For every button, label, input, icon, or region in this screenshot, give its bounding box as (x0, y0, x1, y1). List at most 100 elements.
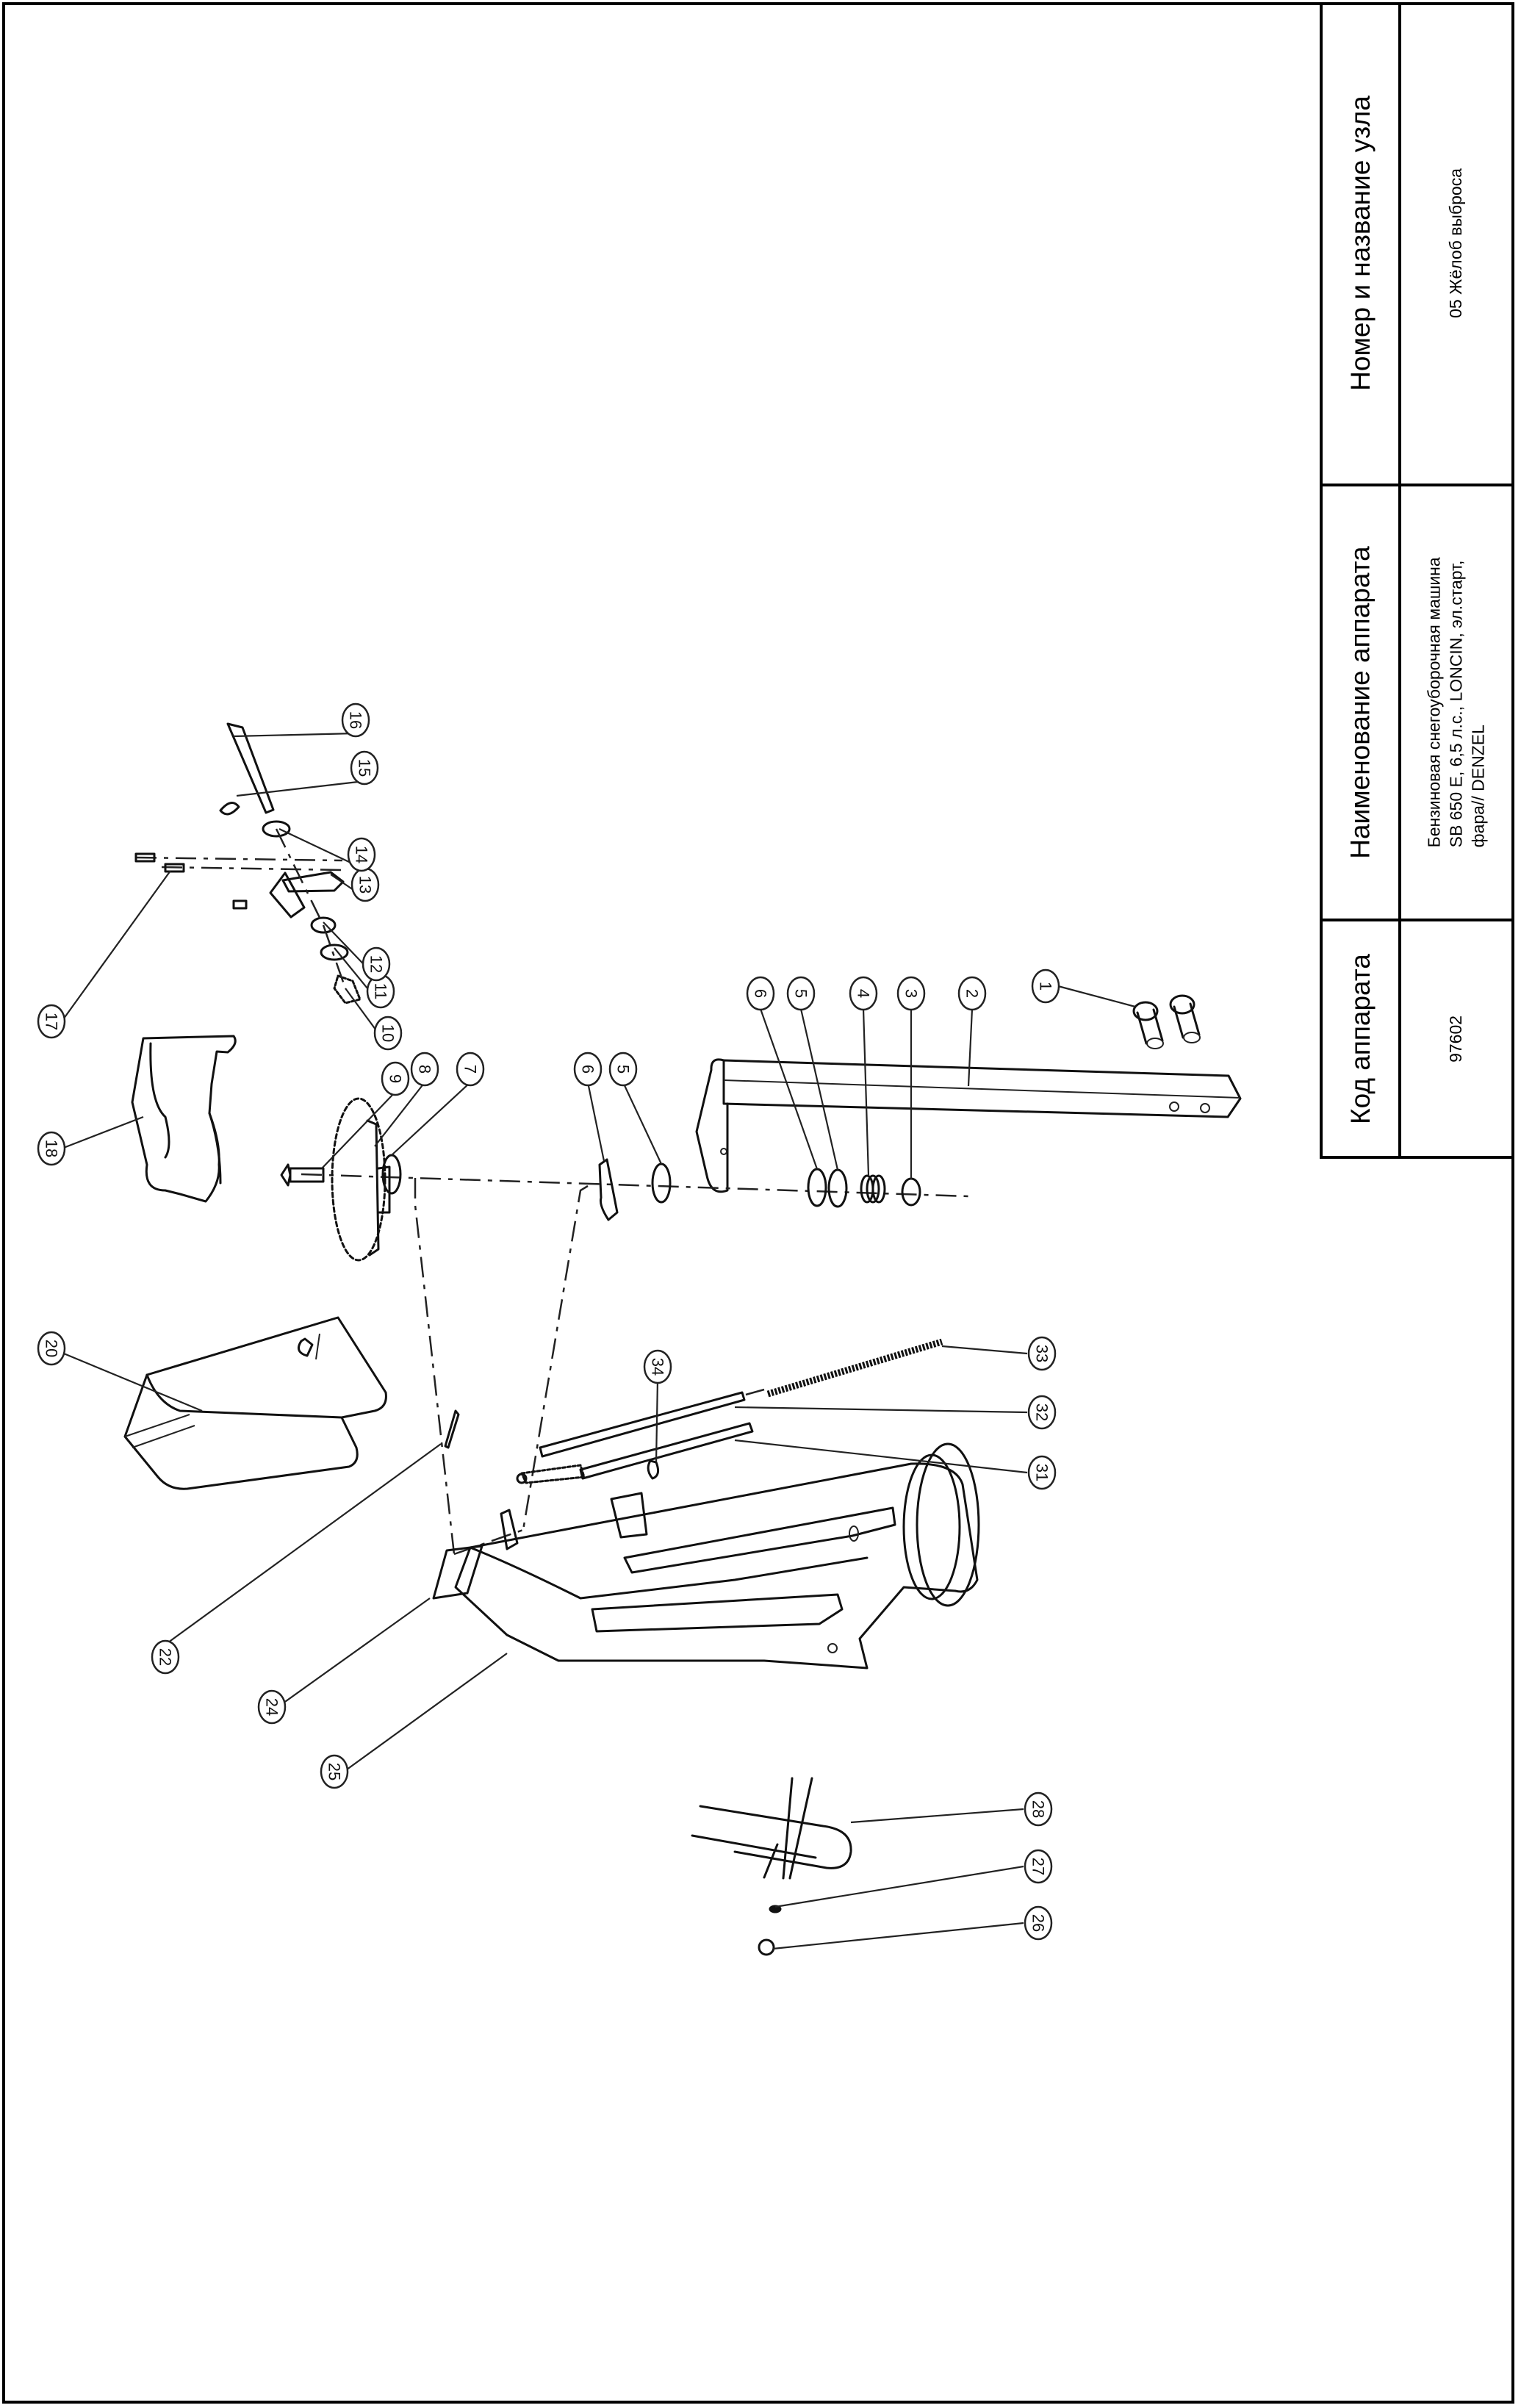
callout-circle (643, 1349, 672, 1384)
device-name-value: Бензиновая снегоуборочная машина SB 650 … (1423, 557, 1489, 847)
callout-circle (573, 1052, 603, 1087)
callout-33: 33 (1027, 1336, 1057, 1371)
callout-number: 14 (353, 846, 371, 863)
device-name-header: Наименование аппарата (1345, 546, 1376, 859)
part-8-gear (331, 1097, 391, 1262)
title-block-row-divider (1323, 484, 1514, 486)
part-18-deflector (131, 1035, 237, 1203)
part-26-wingnut (758, 1938, 775, 1956)
callout-24: 24 (257, 1689, 287, 1725)
callout-12: 12 (362, 946, 391, 982)
callout-number: 8 (416, 1065, 434, 1074)
upper-bracket-group (134, 722, 362, 1004)
node-value: 05 Жёлоб выброса (1446, 168, 1466, 318)
callout-circle (746, 976, 775, 1011)
callout-11: 11 (366, 974, 395, 1009)
callout-3: 3 (896, 976, 926, 1011)
callout-number: 34 (649, 1358, 667, 1376)
callout-14: 14 (347, 837, 376, 872)
device-code-header: Код аппарата (1345, 953, 1376, 1124)
callout-circle (1027, 1455, 1057, 1490)
assembly-guide-lines (414, 1178, 589, 1556)
callout-17: 17 (37, 1004, 66, 1039)
callout-circle (362, 946, 391, 982)
callout-15: 15 (350, 750, 379, 786)
callout-circle (410, 1052, 439, 1087)
callout-number: 32 (1033, 1404, 1051, 1421)
callout-circle (849, 976, 878, 1011)
callout-number: 12 (367, 955, 386, 973)
device-name-line-1: Бензиновая снегоуборочная машина (1424, 557, 1444, 848)
part-25-discharge-chute (454, 1442, 980, 1670)
callout-circle (151, 1639, 180, 1675)
callout-5: 5 (786, 976, 816, 1011)
device-code-value: 97602 (1446, 1015, 1466, 1063)
callout-13: 13 (350, 867, 380, 902)
callout-circle (786, 976, 816, 1011)
title-block: Номер и название узла 05 Жёлоб выброса Н… (1320, 2, 1514, 1159)
callout-number: 27 (1029, 1858, 1048, 1875)
callout-number: 26 (1029, 1914, 1048, 1932)
part-28-handle (691, 1777, 852, 1880)
callout-circle (37, 1004, 66, 1039)
callout-number: 6 (579, 1065, 597, 1074)
callout-number: 5 (614, 1065, 633, 1074)
callout-circle (456, 1052, 485, 1087)
callout-leaders (51, 732, 1136, 1950)
callout-circle (608, 1052, 638, 1087)
callout-25: 25 (320, 1754, 349, 1789)
callout-circle (347, 837, 376, 872)
callout-6: 6 (573, 1052, 603, 1087)
callout-circle (1027, 1395, 1057, 1430)
callout-circle (257, 1689, 287, 1725)
callout-number: 13 (356, 876, 375, 894)
callout-number: 28 (1029, 1800, 1048, 1818)
callout-number: 25 (326, 1763, 344, 1780)
callout-circle (896, 976, 926, 1011)
callout-number: 18 (43, 1140, 61, 1157)
callout-16: 16 (341, 702, 370, 738)
callout-circle (1024, 1791, 1053, 1827)
callout-circle (320, 1754, 349, 1789)
callout-circle (37, 1331, 66, 1366)
callout-number: 10 (379, 1024, 398, 1042)
device-name-value-cell: Бензиновая снегоуборочная машина SB 650 … (1401, 486, 1511, 919)
part-34-clip (647, 1459, 660, 1480)
callout-markers: 1234565678910111213141516171820222425262… (37, 702, 1060, 1941)
node-header-cell: Номер и название узла (1323, 2, 1398, 484)
callout-circle (1027, 1336, 1057, 1371)
callout-2: 2 (957, 976, 987, 1011)
callout-31: 31 (1027, 1455, 1057, 1490)
callout-7: 7 (456, 1052, 485, 1087)
callout-circle (1024, 1905, 1053, 1941)
callout-number: 33 (1033, 1345, 1051, 1362)
part-3-nut (901, 1177, 921, 1207)
callout-number: 15 (356, 759, 374, 777)
callout-circle (381, 1061, 410, 1096)
part-1-bolts (1132, 994, 1201, 1049)
callout-1: 1 (1031, 968, 1060, 1004)
callout-5: 5 (608, 1052, 638, 1087)
part-7-plate (598, 1158, 619, 1221)
callout-10: 10 (373, 1016, 403, 1051)
device-name-header-cell: Наименование аппарата (1323, 486, 1398, 919)
part-9-pin (280, 1163, 325, 1187)
callout-circle (341, 702, 370, 738)
callout-22: 22 (151, 1639, 180, 1675)
callout-18: 18 (37, 1131, 66, 1166)
part-31-cable (516, 1422, 754, 1484)
callout-20: 20 (37, 1331, 66, 1366)
callout-34: 34 (643, 1349, 672, 1384)
title-block-row-divider (1323, 919, 1514, 921)
device-code-header-cell: Код аппарата (1323, 921, 1398, 1156)
device-name-line-2: SB 650 E, 6,5 л.с., LONCIN, эл.старт, (1446, 560, 1466, 848)
callout-number: 9 (386, 1074, 405, 1083)
callout-circle (1031, 968, 1060, 1004)
callout-number: 7 (461, 1065, 480, 1074)
callout-32: 32 (1027, 1395, 1057, 1430)
callout-number: 22 (157, 1648, 175, 1666)
callout-27: 27 (1024, 1849, 1053, 1884)
